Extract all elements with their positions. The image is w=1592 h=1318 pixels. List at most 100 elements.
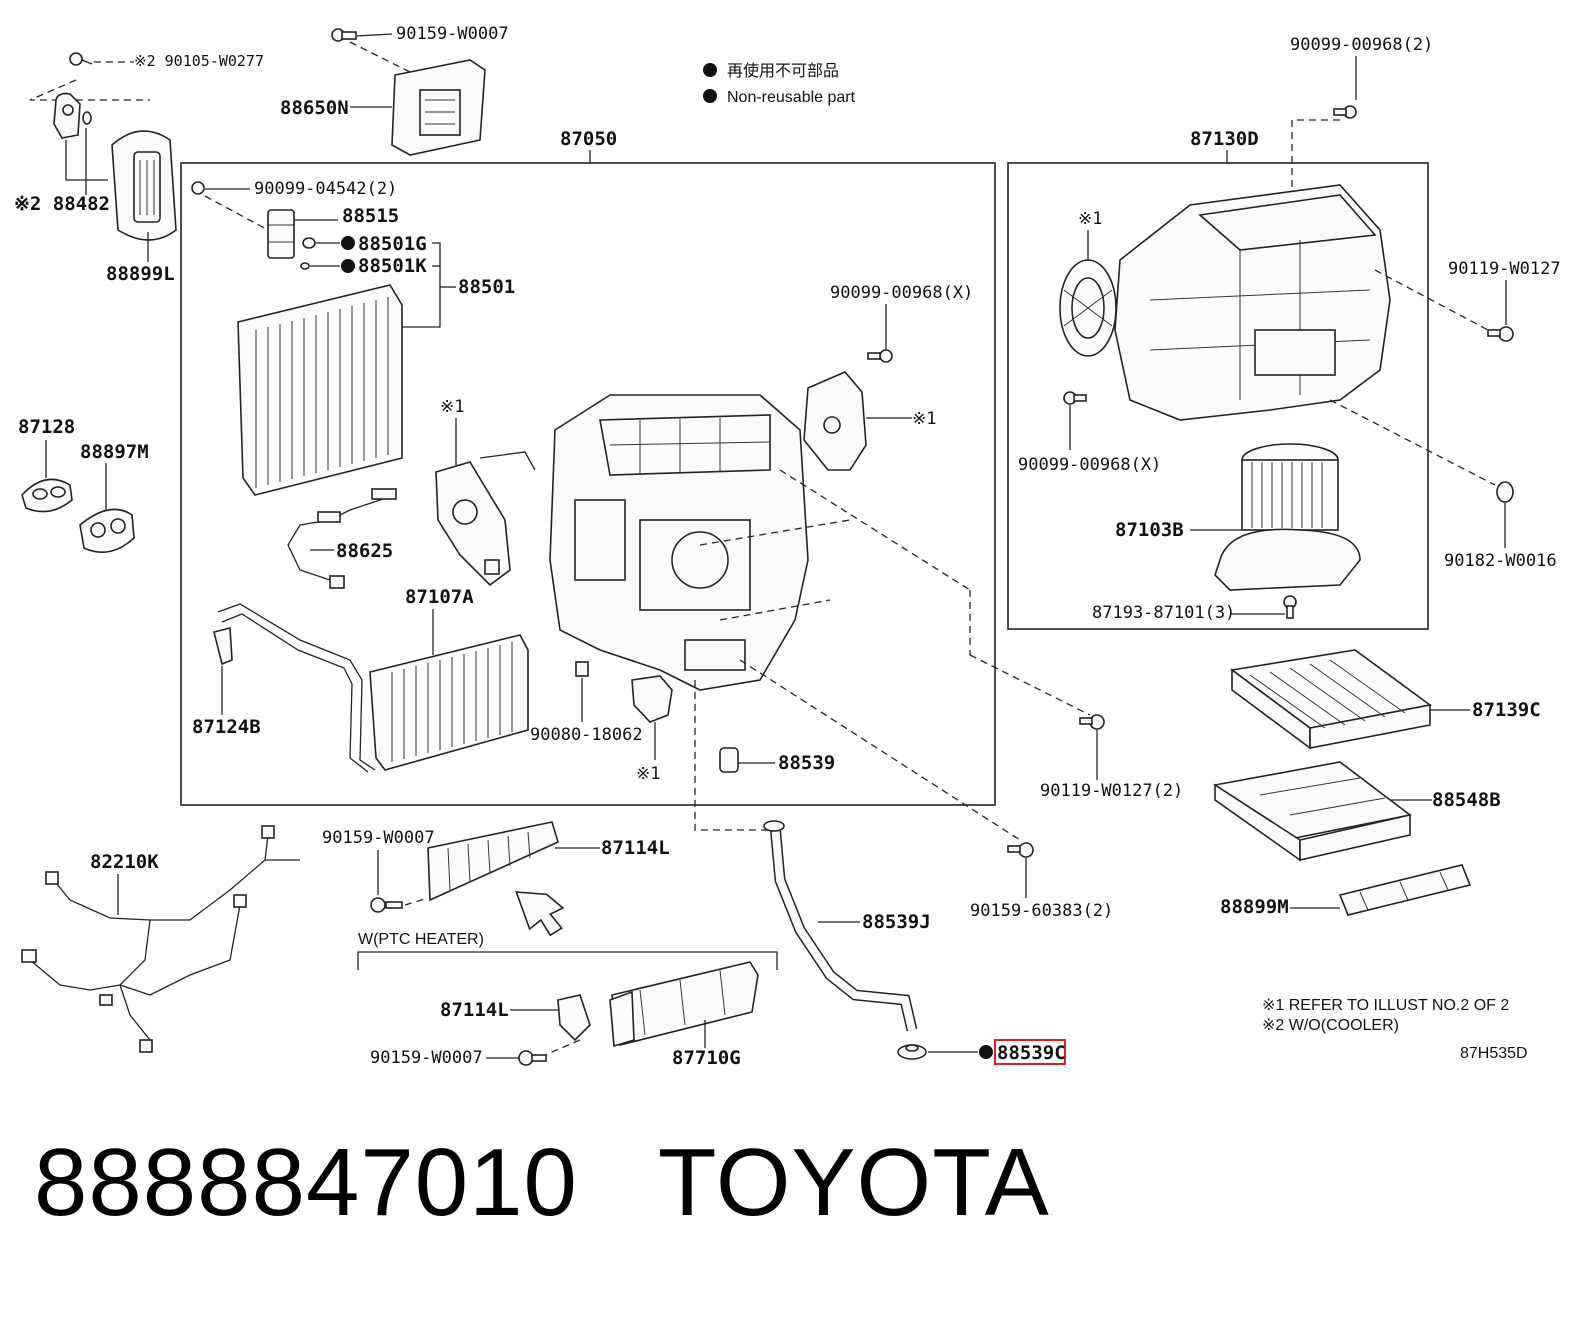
label-87128: 87128 — [18, 416, 75, 438]
label-87114L-top: 87114L — [601, 837, 670, 859]
label-87193-87101: 87193-87101(3) — [1092, 603, 1235, 623]
label-87130D: 87130D — [1190, 128, 1259, 150]
label-88899M: 88899M — [1220, 896, 1289, 918]
label-90099-04542: 90099-04542(2) — [254, 179, 397, 199]
brand-name: TOYOTA — [657, 1129, 1050, 1236]
label-88501: 88501 — [458, 276, 515, 298]
illustration-code: 87H535D — [1460, 1045, 1528, 1062]
main-assembly-box — [180, 162, 996, 806]
label-88501G: 88501G — [358, 233, 427, 255]
screw-icon — [191, 181, 205, 195]
grommet-88539C-icon — [897, 1044, 927, 1060]
screw-icon — [69, 52, 93, 66]
label-90105: ※2 90105-W0277 — [134, 52, 264, 70]
label-88897M: 88897M — [80, 441, 149, 463]
label-88650N: 88650N — [280, 97, 349, 119]
screw-icon — [867, 349, 893, 363]
drain-plug-88539-icon — [719, 747, 739, 773]
grommet-87128-icon — [21, 478, 73, 513]
nonreusable-bullet-icon — [341, 236, 355, 250]
bracket-icon — [53, 92, 92, 139]
label-87050: 87050 — [560, 128, 617, 150]
blower-motor-icon — [1214, 443, 1361, 591]
label-88548B: 88548B — [1432, 789, 1501, 811]
screw-icon — [370, 897, 403, 913]
actuator-icon — [435, 461, 511, 587]
label-87139C: 87139C — [1472, 699, 1541, 721]
label-88482: ※2 88482 — [14, 193, 110, 215]
legend-en: Non-reusable part — [727, 89, 856, 106]
ecu-88650N-icon — [391, 59, 486, 156]
screw-icon — [1079, 714, 1105, 730]
ref-mark-3: ※1 — [636, 764, 660, 784]
screw-icon — [518, 1050, 547, 1066]
sensor-icon — [631, 675, 673, 723]
clip-90080-icon — [575, 661, 589, 677]
fan-cover-icon — [1059, 259, 1117, 357]
label-90182-W0016: 90182-W0016 — [1444, 551, 1557, 571]
ptc-core-87710G-icon — [609, 961, 759, 1048]
label-88625: 88625 — [336, 540, 393, 562]
label-88539C[interactable]: 88539C — [997, 1042, 1066, 1064]
label-90159-mid: 90159-W0007 — [322, 828, 435, 848]
ptc-heater-87114L-icon — [427, 821, 559, 902]
washer-icon — [1496, 481, 1514, 503]
label-87124B: 87124B — [192, 716, 261, 738]
filter-cover-88899M-icon — [1338, 864, 1472, 916]
label-ptc-heater: W(PTC HEATER) — [358, 931, 484, 948]
ref-mark-4: ※1 — [1078, 209, 1102, 229]
label-90099-00968X-right: 90099-00968(X) — [1018, 455, 1161, 475]
highlight-box — [994, 1039, 1066, 1065]
screw-icon — [1487, 326, 1514, 342]
ref-mark-2: ※1 — [912, 409, 936, 429]
note-without-cooler: ※2 W/O(COOLER) — [1262, 1017, 1399, 1034]
label-87103B: 87103B — [1115, 519, 1184, 541]
legend-bullet-icon — [703, 89, 717, 103]
part-number: 8888847010 — [34, 1129, 578, 1236]
footer-title: 8888847010 TOYOTA — [34, 1128, 1130, 1238]
screw-icon — [1063, 391, 1087, 405]
drain-hose-icon — [763, 820, 918, 1032]
sensor-harness-88625-icon — [287, 488, 397, 589]
wire-harness-icon — [21, 825, 300, 1053]
filter-case-88548B-icon — [1213, 761, 1412, 862]
label-90099-00968-2: 90099-00968(2) — [1290, 35, 1433, 55]
label-90099-00968X-mid: 90099-00968(X) — [830, 283, 973, 303]
air-filter-87139C-icon — [1230, 649, 1432, 750]
screw-icon — [1007, 842, 1034, 858]
label-87107A: 87107A — [405, 586, 474, 608]
right-assembly-box — [1007, 162, 1429, 630]
label-88515: 88515 — [342, 205, 399, 227]
evaporator-icon — [237, 284, 403, 496]
heater-core-87107A-icon — [217, 603, 529, 773]
blower-housing-icon — [1114, 184, 1391, 421]
label-90119-W0127: 90119-W0127 — [1448, 259, 1561, 279]
label-88539: 88539 — [778, 752, 835, 774]
nonreusable-bullet-icon — [979, 1045, 993, 1059]
nonreusable-bullet-icon — [341, 259, 355, 273]
expansion-valve-icon — [267, 209, 295, 259]
screw-icon — [1283, 595, 1297, 619]
label-90159-60383: 90159-60383(2) — [970, 901, 1113, 921]
label-90119-W0127-2: 90119-W0127(2) — [1040, 781, 1183, 801]
label-90080-18062: 90080-18062 — [530, 725, 643, 745]
label-90159-bottom: 90159-W0007 — [370, 1048, 483, 1068]
label-90159-top: 90159-W0007 — [396, 24, 509, 44]
legend-bullet-icon — [703, 63, 717, 77]
label-87710G: 87710G — [672, 1047, 741, 1069]
arrow-icon — [515, 891, 565, 937]
label-88501K: 88501K — [358, 255, 427, 277]
label-87114L-bottom: 87114L — [440, 999, 509, 1021]
label-88899L: 88899L — [106, 263, 175, 285]
label-82210K: 82210K — [90, 851, 159, 873]
ptc-bracket-icon — [557, 994, 591, 1042]
hvac-housing-icon — [479, 394, 809, 691]
grommet-88897M-icon — [79, 508, 135, 554]
clip-87124B-icon — [213, 626, 233, 666]
screw-icon — [331, 28, 357, 42]
note-refer: ※1 REFER TO ILLUST NO.2 OF 2 — [1262, 997, 1509, 1014]
ref-mark-1: ※1 — [440, 397, 464, 417]
actuator-icon — [803, 371, 867, 471]
screw-icon — [1333, 105, 1357, 119]
